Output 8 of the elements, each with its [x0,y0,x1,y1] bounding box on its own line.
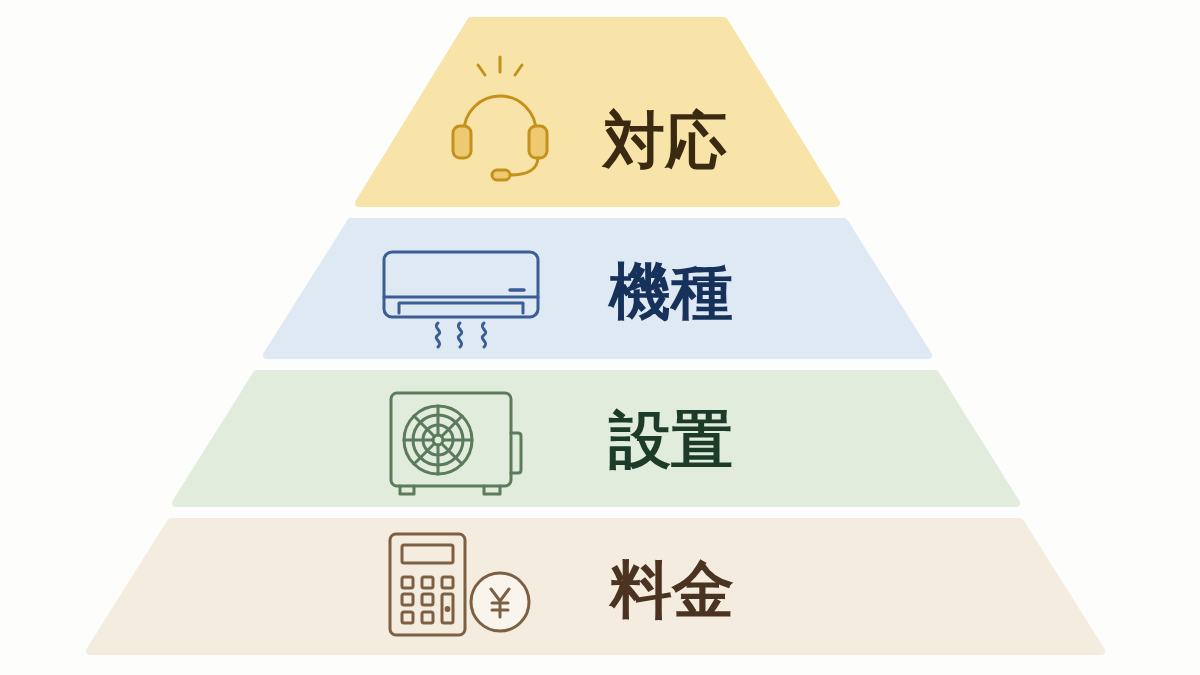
tier-label: 機種 [609,261,733,323]
tier-label: 料金 [610,559,734,621]
tier-label: 設置 [609,409,733,471]
trapezoid-band [86,518,1105,655]
trapezoid-band [172,370,1020,507]
tier-label: 対応 [603,110,727,172]
trapezoid-band [355,17,840,207]
trapezoid-band [263,218,932,359]
